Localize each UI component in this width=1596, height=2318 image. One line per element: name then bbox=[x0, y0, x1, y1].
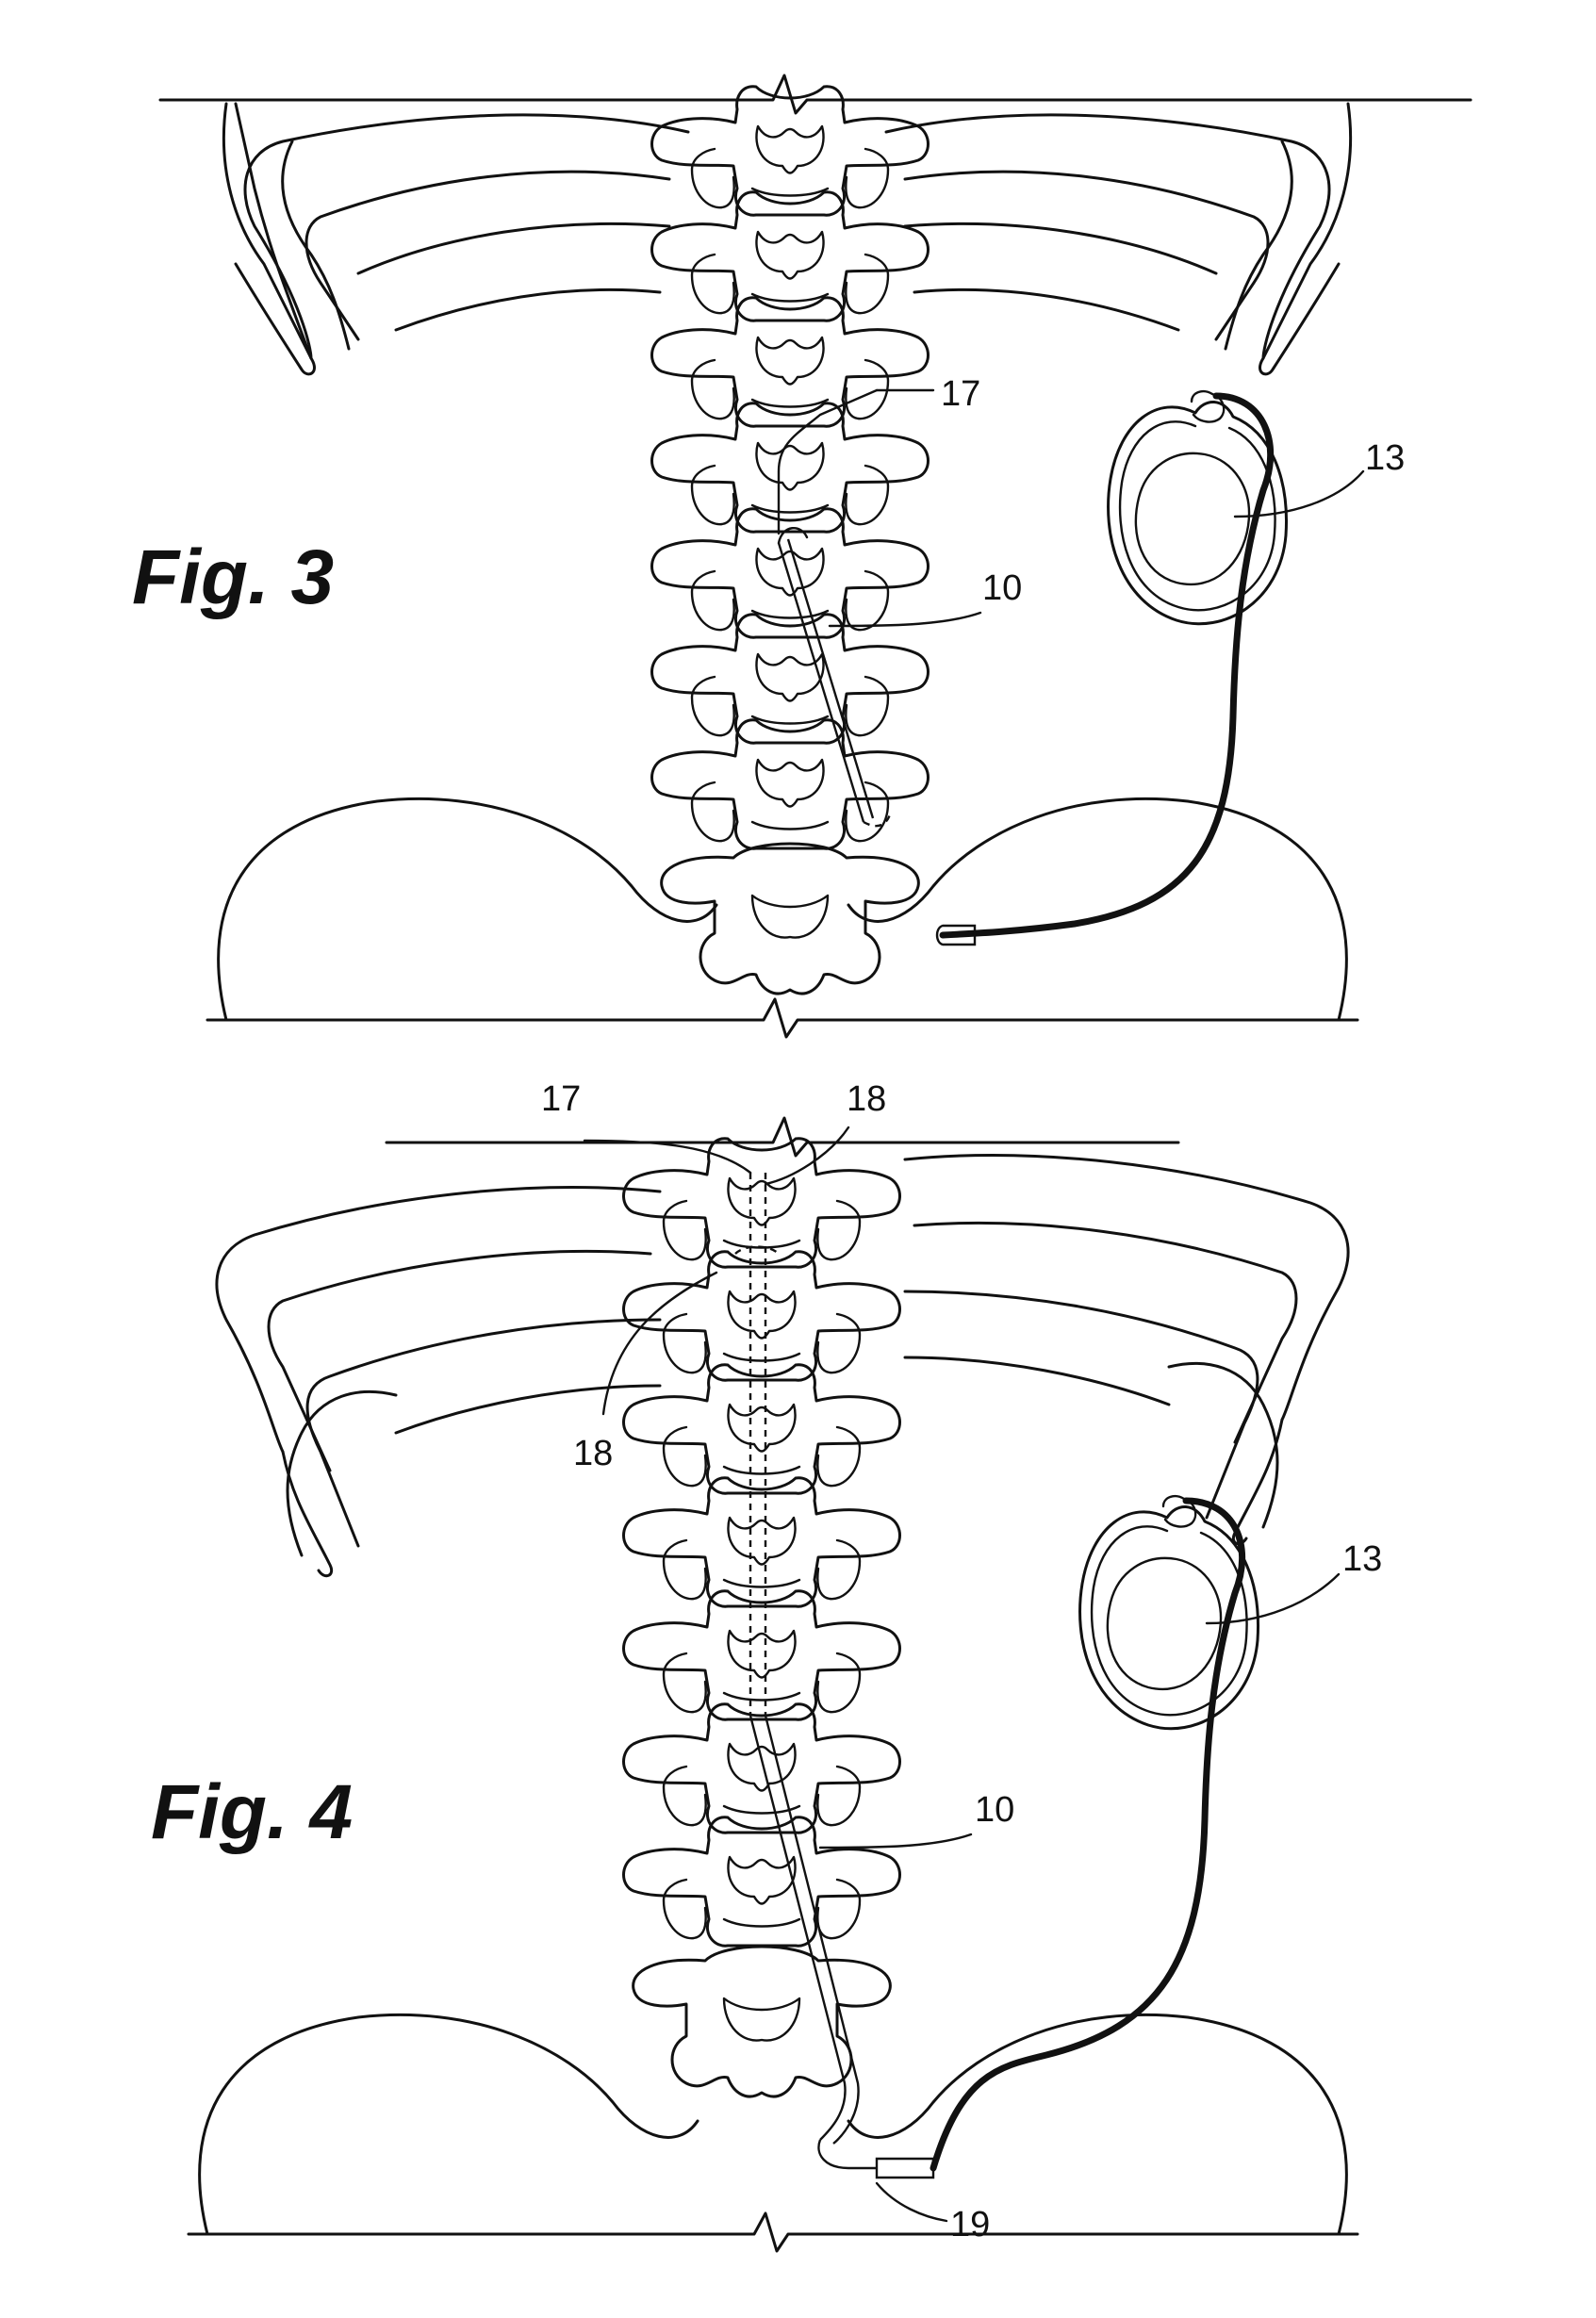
fig4-pelvis bbox=[200, 2014, 1347, 2234]
fig4-ref-18-top: 18 bbox=[847, 1079, 886, 1119]
fig4-ref-18-left: 18 bbox=[573, 1434, 613, 1473]
fig3-pelvis bbox=[219, 798, 1347, 1020]
fig3-ref-17: 17 bbox=[941, 374, 980, 414]
fig4-top-break-line bbox=[387, 1118, 1178, 1156]
fig4-right-ribcage bbox=[905, 1156, 1348, 1544]
fig3-spine bbox=[652, 87, 929, 994]
fig3-left-ribcage bbox=[223, 104, 688, 374]
fig4-leader-17 bbox=[584, 1141, 750, 1173]
fig4-bottom-break-line bbox=[189, 2213, 1357, 2251]
fig4-leader-10 bbox=[820, 1834, 971, 1848]
fig4-ref-19: 19 bbox=[950, 2205, 990, 2244]
fig4-stimulator-cable bbox=[933, 1501, 1242, 2168]
fig3-leader-13 bbox=[1235, 471, 1363, 517]
fig4-ref-17: 17 bbox=[541, 1079, 581, 1119]
fig3-label: Fig. 3 bbox=[132, 534, 334, 620]
fig4-ref-10: 10 bbox=[975, 1790, 1014, 1830]
figure-3: 17 13 10 Fig. 3 bbox=[132, 75, 1471, 1037]
fig4-leader-19 bbox=[877, 2183, 946, 2221]
fig3-stimulator-cable bbox=[943, 396, 1271, 935]
fig4-leader-18-left bbox=[603, 1273, 716, 1414]
fig3-bottom-break-line bbox=[207, 999, 1357, 1037]
fig4-leader-18-top bbox=[765, 1127, 848, 1184]
fig3-ref-13: 13 bbox=[1365, 438, 1405, 478]
fig4-left-ribcage bbox=[217, 1188, 660, 1576]
fig4-connector-19 bbox=[877, 2159, 933, 2178]
figure-4: 17 18 18 13 10 19 Fig. 4 bbox=[151, 1079, 1382, 2251]
fig3-leader-10 bbox=[830, 613, 980, 626]
fig4-ref-13: 13 bbox=[1342, 1539, 1382, 1579]
fig4-label: Fig. 4 bbox=[151, 1769, 353, 1855]
fig3-ref-10: 10 bbox=[982, 568, 1022, 608]
fig3-right-ribcage bbox=[886, 104, 1351, 374]
fig4-spine bbox=[624, 1139, 900, 2096]
